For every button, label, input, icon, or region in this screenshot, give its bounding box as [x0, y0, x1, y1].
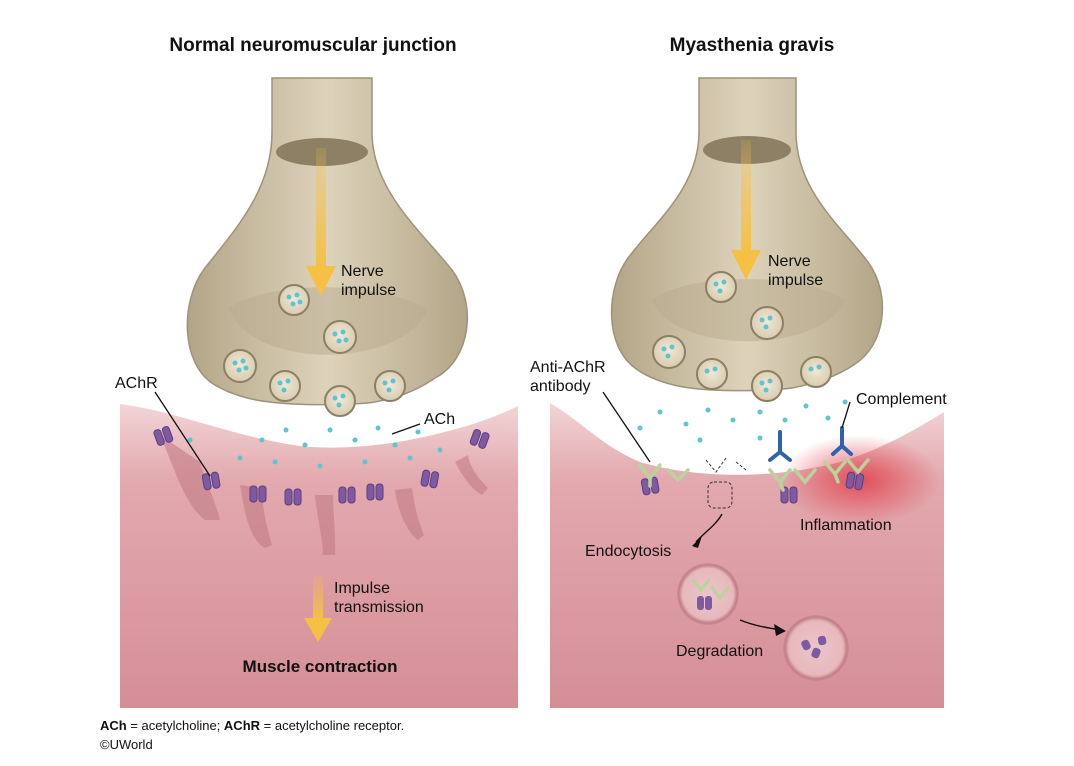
leader-complement [841, 401, 851, 429]
label-nerve-impulse-normal-2: impulse [341, 282, 396, 299]
panel-normal: Nerve impulse [115, 77, 518, 708]
copyright: ©UWorld [100, 737, 153, 752]
nerve-impulse-arrow-mg [731, 140, 761, 280]
lysosome [783, 615, 849, 681]
impulse-transmission-arrow [304, 576, 332, 642]
label-ach: ACh [424, 411, 455, 428]
footnote-ach-abbr: ACh [100, 718, 127, 733]
label-anti-achr-2: antibody [530, 378, 591, 395]
nerve-impulse-arrow-normal [306, 148, 336, 296]
leader-ach [391, 423, 421, 435]
label-nerve-impulse-mg-2: impulse [768, 272, 823, 289]
title-normal-junction: Normal neuromuscular junction [169, 35, 456, 56]
panel-myasthenia: Nerve impulse [530, 77, 947, 708]
footnote-achr-abbr: AChR [223, 718, 261, 733]
complement-proteins [768, 426, 853, 462]
ach-molecules-mg [637, 399, 848, 443]
label-endocytosis: Endocytosis [585, 543, 671, 560]
label-muscle-contraction: Muscle contraction [243, 657, 398, 676]
vesicle-ach-dots-normal [232, 292, 396, 408]
label-achr: AChR [115, 375, 158, 392]
achr-receptors-normal [153, 426, 490, 506]
internalized-receptor-outline [705, 457, 747, 509]
footnote-achr-def: = acetylcholine receptor. [260, 718, 405, 733]
label-degradation: Degradation [676, 643, 763, 660]
footnote-ach-def: = acetylcholine; [126, 718, 224, 733]
endocytosis-arrow [695, 513, 723, 543]
footnote: ACh = acetylcholine; AChR = acetylcholin… [100, 716, 404, 754]
label-complement: Complement [856, 391, 947, 408]
label-anti-achr-1: Anti-AChR [530, 359, 606, 376]
vesicles-normal [223, 284, 406, 417]
label-impulse-transmission-2: transmission [334, 599, 424, 616]
title-myasthenia-gravis: Myasthenia gravis [670, 35, 835, 56]
junctional-folds [160, 435, 488, 555]
vesicles-mg [652, 271, 832, 402]
label-inflammation: Inflammation [800, 517, 892, 534]
label-nerve-impulse-mg-1: Nerve [768, 253, 811, 270]
label-nerve-impulse-normal-1: Nerve [341, 263, 384, 280]
abbreviation-line: ACh = acetylcholine; AChR = acetylcholin… [100, 716, 404, 735]
endocytic-vesicle [677, 563, 739, 625]
ach-molecules-normal [187, 425, 443, 469]
leader-achr [154, 391, 211, 477]
label-impulse-transmission-1: Impulse [334, 580, 390, 597]
leader-anti-achr [602, 391, 651, 463]
vesicle-ach-dots-mg [661, 279, 822, 393]
terminal-shading-mg [652, 279, 846, 342]
anti-achr-antibodies [638, 458, 870, 492]
